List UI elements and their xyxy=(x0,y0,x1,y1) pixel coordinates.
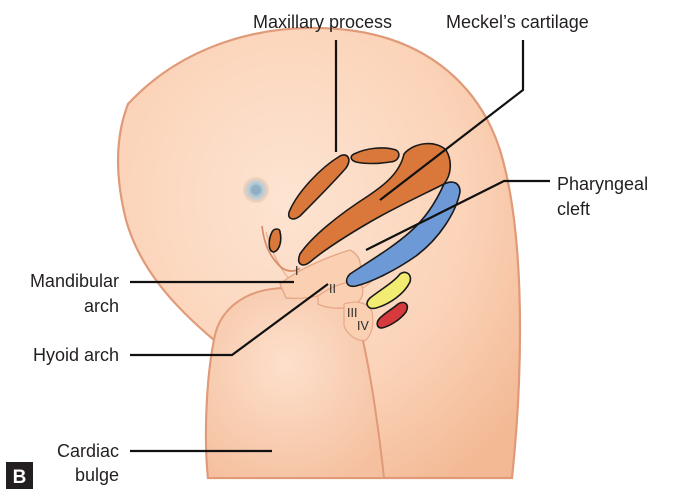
cardiac-bulge-label-line2: bulge xyxy=(75,465,119,485)
panel-letter: B xyxy=(13,467,27,488)
eye-center xyxy=(251,185,261,195)
pharyngeal-cleft-label-line2: cleft xyxy=(557,199,590,219)
maxillary-process-label: Maxillary process xyxy=(253,12,392,32)
mandibular-arch-label-line1: Mandibular xyxy=(30,271,119,291)
arch-numeral-3: III xyxy=(347,306,357,320)
maxillary-cartilage-3 xyxy=(269,229,281,252)
meckels-cartilage-label: Meckel’s cartilage xyxy=(446,12,589,32)
hyoid-arch-label: Hyoid arch xyxy=(33,345,119,365)
pharyngeal-cleft-label-line1: Pharyngeal xyxy=(557,174,648,194)
cardiac-bulge-label-line1: Cardiac xyxy=(57,441,119,461)
mandibular-arch-label-line2: arch xyxy=(84,296,119,316)
arch-numeral-4: IV xyxy=(357,319,369,333)
arch-numeral-2: II xyxy=(329,282,336,296)
arch-numeral-1: I xyxy=(295,264,298,278)
